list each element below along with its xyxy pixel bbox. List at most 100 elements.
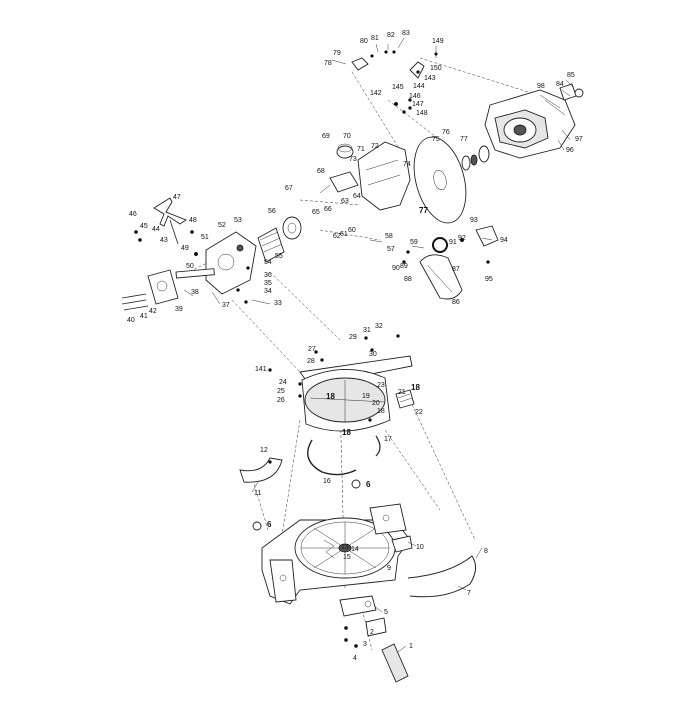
callout-label: 3 [363,641,367,648]
callout-label: 20 [372,400,380,407]
callout-label: 26 [277,397,285,404]
bevel-knob [134,197,199,257]
callout-label: 32 [375,323,383,330]
callout-label: 65 [312,209,320,216]
callout-label: 56 [268,208,276,215]
callout-label: 53 [234,217,242,224]
callout-label: 8 [484,548,488,555]
callout-label: 2 [370,629,374,636]
callout-label: 80 [360,38,368,45]
callout-label: 92 [458,235,466,242]
callout-label: 22 [415,409,423,416]
callout-label: 27 [308,346,316,353]
callout-label: 45 [140,223,148,230]
miter-table [268,334,415,432]
callout-label: 62 [333,233,341,240]
callout-label: 14 [351,546,359,553]
callout-label: 71 [357,146,365,153]
callout-label: 18 [411,383,420,392]
callout-label: 79 [333,50,341,57]
callout-label: 75 [432,136,440,143]
callout-label: 9 [387,565,391,572]
callout-label: 31 [363,327,371,334]
callout-label: 58 [385,233,393,240]
callout-label: 147 [412,101,424,108]
callout-label: 69 [322,133,330,140]
callout-label: 97 [575,136,583,143]
callout-label: 44 [152,226,160,233]
callout-label: 36 [264,272,272,279]
callout-label: 18 [377,408,385,415]
lower-guard [402,225,499,300]
callout-label: 11 [254,490,261,497]
callout-label: 5 [384,609,388,616]
callout-label: 91 [449,239,457,246]
callout-label: 30 [369,351,377,358]
callout-labels: 149 150 143 144 80 81 82 83 79 78 85 84 … [127,30,583,662]
callout-label: 21 [398,389,406,396]
callout-label: 67 [285,185,293,192]
callout-label: 23 [377,382,385,389]
callout-label: 40 [127,317,135,324]
callout-label: 68 [317,168,325,175]
callout-label: 4 [353,655,357,662]
callout-label: 28 [307,358,315,365]
callout-label: 66 [324,206,332,213]
callout-label: 143 [424,75,436,82]
callout-label: 38 [191,289,199,296]
callout-label: 82 [387,32,395,39]
callout-label: 145 [392,84,404,91]
callout-label: 61 [340,231,348,238]
callout-label: 15 [343,554,351,561]
callout-label: 77 [419,206,428,215]
callout-label: 60 [348,227,356,234]
callout-label: 18 [326,392,335,401]
callout-label: 81 [371,35,379,42]
callout-label: 57 [387,246,395,253]
callout-label: 72 [371,143,379,150]
callout-label: 54 [264,259,272,266]
callout-label: 95 [485,276,493,283]
callout-label: 47 [173,194,181,201]
callout-label: 18 [342,428,351,437]
callout-label: 148 [416,110,428,117]
callout-label: 86 [452,299,460,306]
callout-label: 37 [222,302,230,309]
callout-label: 94 [500,237,508,244]
callout-label: 16 [323,478,331,485]
callout-label: 150 [430,65,442,72]
callout-label: 73 [349,156,357,163]
callout-label: 46 [129,211,137,218]
callout-label: 6 [267,520,272,529]
callout-label: 85 [567,72,575,79]
callout-label: 42 [149,308,157,315]
callout-label: 77 [460,136,468,143]
callout-label: 43 [160,237,168,244]
callout-label: 142 [370,90,382,97]
bevel-bracket [121,266,250,311]
callout-label: 76 [442,129,450,136]
blade [413,136,490,224]
saw-base [252,479,413,605]
callout-label: 33 [274,300,282,307]
callout-label: 149 [432,38,444,45]
callout-label: 144 [413,83,425,90]
callout-label: 50 [186,263,194,270]
callout-label: 87 [452,266,460,273]
callout-label: 34 [264,288,272,295]
extension-rail [407,555,476,598]
callout-label: 12 [260,447,268,454]
fence-arc [307,435,381,476]
callout-label: 90 [392,265,400,272]
callout-label: 89 [400,263,408,270]
callout-label: 49 [181,245,189,252]
upper-guard [329,141,411,211]
callout-label: 70 [343,133,351,140]
callout-label: 74 [403,161,411,168]
callout-label: 6 [366,480,371,489]
miter-fence [239,457,283,483]
pivot-arm [205,216,302,295]
callout-label: 64 [353,193,361,200]
